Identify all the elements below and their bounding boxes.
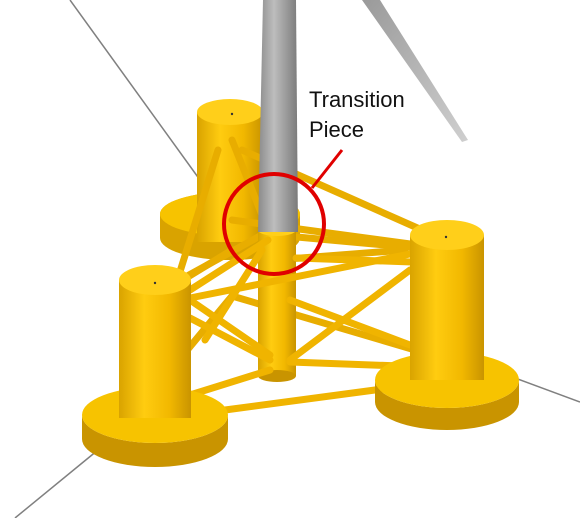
mooring-line-top-left — [69, 0, 201, 181]
tower — [258, 0, 298, 232]
column-front-left — [82, 265, 228, 467]
annotation-line-2: Piece — [309, 117, 364, 142]
column-right — [375, 220, 519, 430]
rotor-blade — [362, 0, 468, 142]
annotation-line-1: Transition — [309, 87, 405, 112]
callout-leader-line — [310, 149, 344, 189]
transition-piece-callout: Transition Piece — [222, 87, 405, 276]
highlight-ring — [222, 172, 326, 276]
mooring-line-bottom-left — [14, 449, 99, 518]
braces-front — [186, 236, 416, 414]
mooring-line-right — [514, 377, 580, 403]
mooring-lines — [14, 0, 580, 518]
